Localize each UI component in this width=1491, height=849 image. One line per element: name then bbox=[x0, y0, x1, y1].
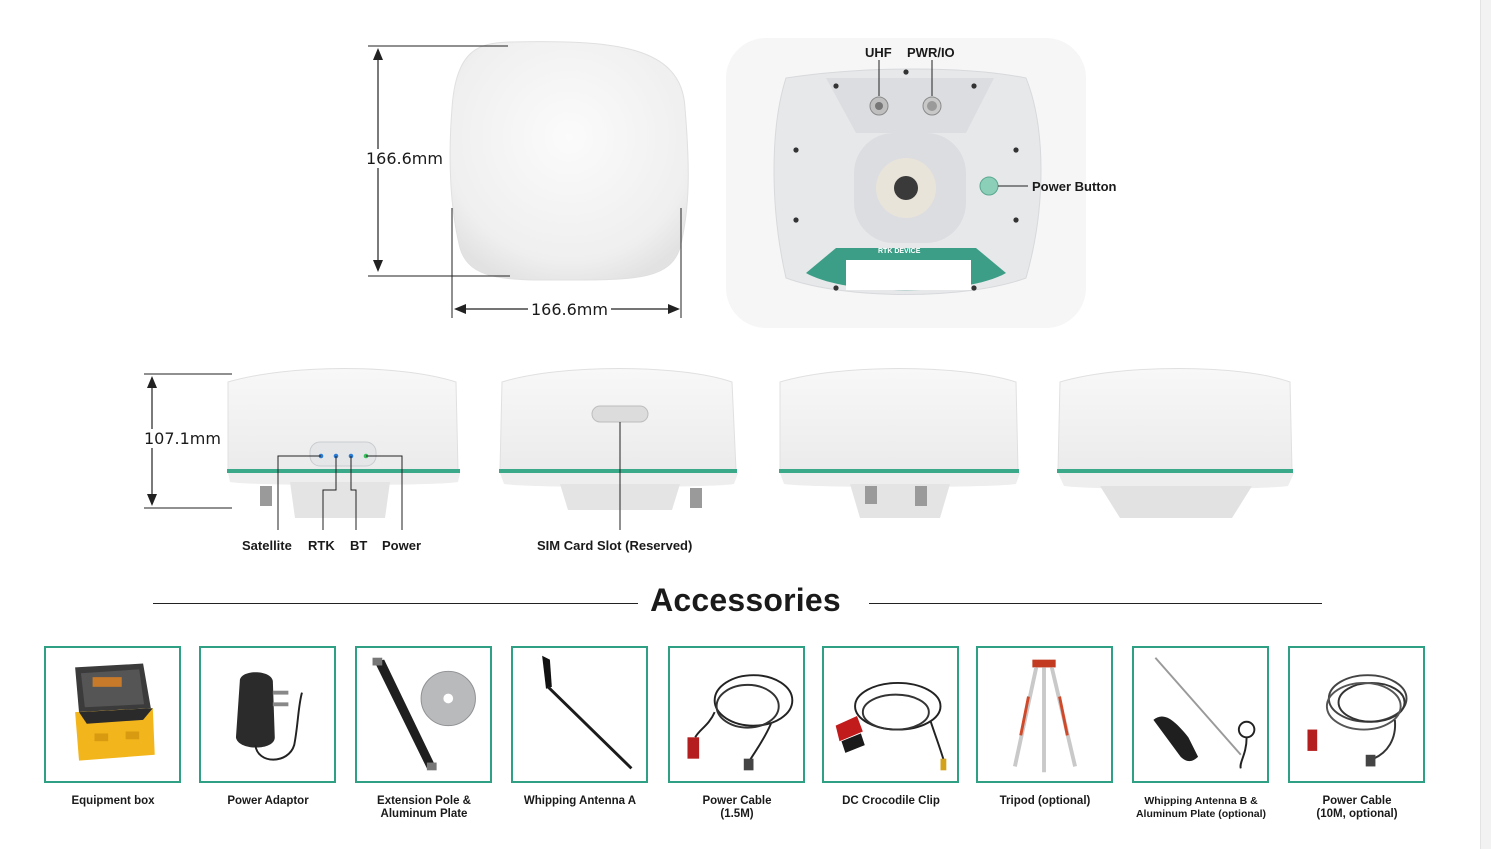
accessory-crocodile-clip bbox=[822, 646, 959, 783]
accessory-label: Whipping Antenna A bbox=[523, 795, 637, 807]
equipment-box-icon bbox=[75, 663, 155, 761]
tripod-icon bbox=[1012, 659, 1077, 773]
accessory-whip-antenna-a bbox=[511, 646, 648, 783]
accessory-extension-pole bbox=[355, 646, 492, 783]
top-width-dimension: 166.6mm bbox=[528, 300, 611, 319]
power-cable-icon bbox=[687, 674, 794, 771]
led-label-satellite: Satellite bbox=[242, 538, 292, 553]
page-scrollbar[interactable] bbox=[1480, 0, 1491, 849]
sim-slot-label: SIM Card Slot (Reserved) bbox=[537, 538, 693, 553]
led-label-power: Power bbox=[382, 538, 422, 553]
power-cable-long-icon bbox=[1307, 674, 1408, 767]
accessory-label: Power Cable (1.5M) bbox=[702, 795, 772, 820]
accessory-label: Power Adaptor bbox=[227, 795, 309, 807]
power-button-label: Power Button bbox=[1032, 179, 1117, 194]
accessory-label: DC Crocodile Clip bbox=[842, 795, 940, 807]
extension-pole-icon bbox=[372, 657, 476, 771]
top-height-dimension: 166.6mm bbox=[366, 149, 443, 168]
accessory-label: Equipment box bbox=[71, 795, 155, 807]
pwr-io-label: PWR/IO bbox=[907, 45, 955, 60]
side-views bbox=[144, 368, 1294, 530]
accessory-equipment-box bbox=[44, 646, 181, 783]
led-label-bt: BT bbox=[350, 538, 368, 553]
whip-antenna-icon bbox=[542, 655, 633, 770]
accessories-divider-left bbox=[153, 603, 638, 604]
accessory-power-adaptor bbox=[199, 646, 336, 783]
power-adaptor-icon bbox=[235, 672, 303, 761]
accessories-divider-right bbox=[869, 603, 1322, 604]
side-height-dimension: 107.1mm bbox=[144, 429, 221, 448]
uhf-label: UHF bbox=[865, 45, 892, 60]
device-top-view bbox=[368, 41, 689, 318]
whip-antenna-b-icon bbox=[1153, 657, 1256, 769]
accessory-power-cable bbox=[668, 646, 805, 783]
led-label-rtk: RTK bbox=[308, 538, 335, 553]
accessory-label: Whipping Antenna B & Aluminum Plate (opt… bbox=[1135, 795, 1267, 820]
accessory-power-cable-long bbox=[1288, 646, 1425, 783]
accessory-label: Power Cable (10M, optional) bbox=[1316, 795, 1398, 820]
accessory-label: Extension Pole & Aluminum Plate bbox=[377, 795, 471, 820]
accessories-title: Accessories bbox=[650, 582, 841, 618]
accessory-tripod bbox=[976, 646, 1113, 783]
accessory-label: Tripod (optional) bbox=[999, 795, 1091, 807]
crocodile-clip-icon bbox=[835, 681, 947, 771]
device-plate-text: RTK DEVICE bbox=[878, 248, 921, 255]
accessory-whip-antenna-b bbox=[1132, 646, 1269, 783]
device-bottom-view bbox=[726, 38, 1086, 328]
